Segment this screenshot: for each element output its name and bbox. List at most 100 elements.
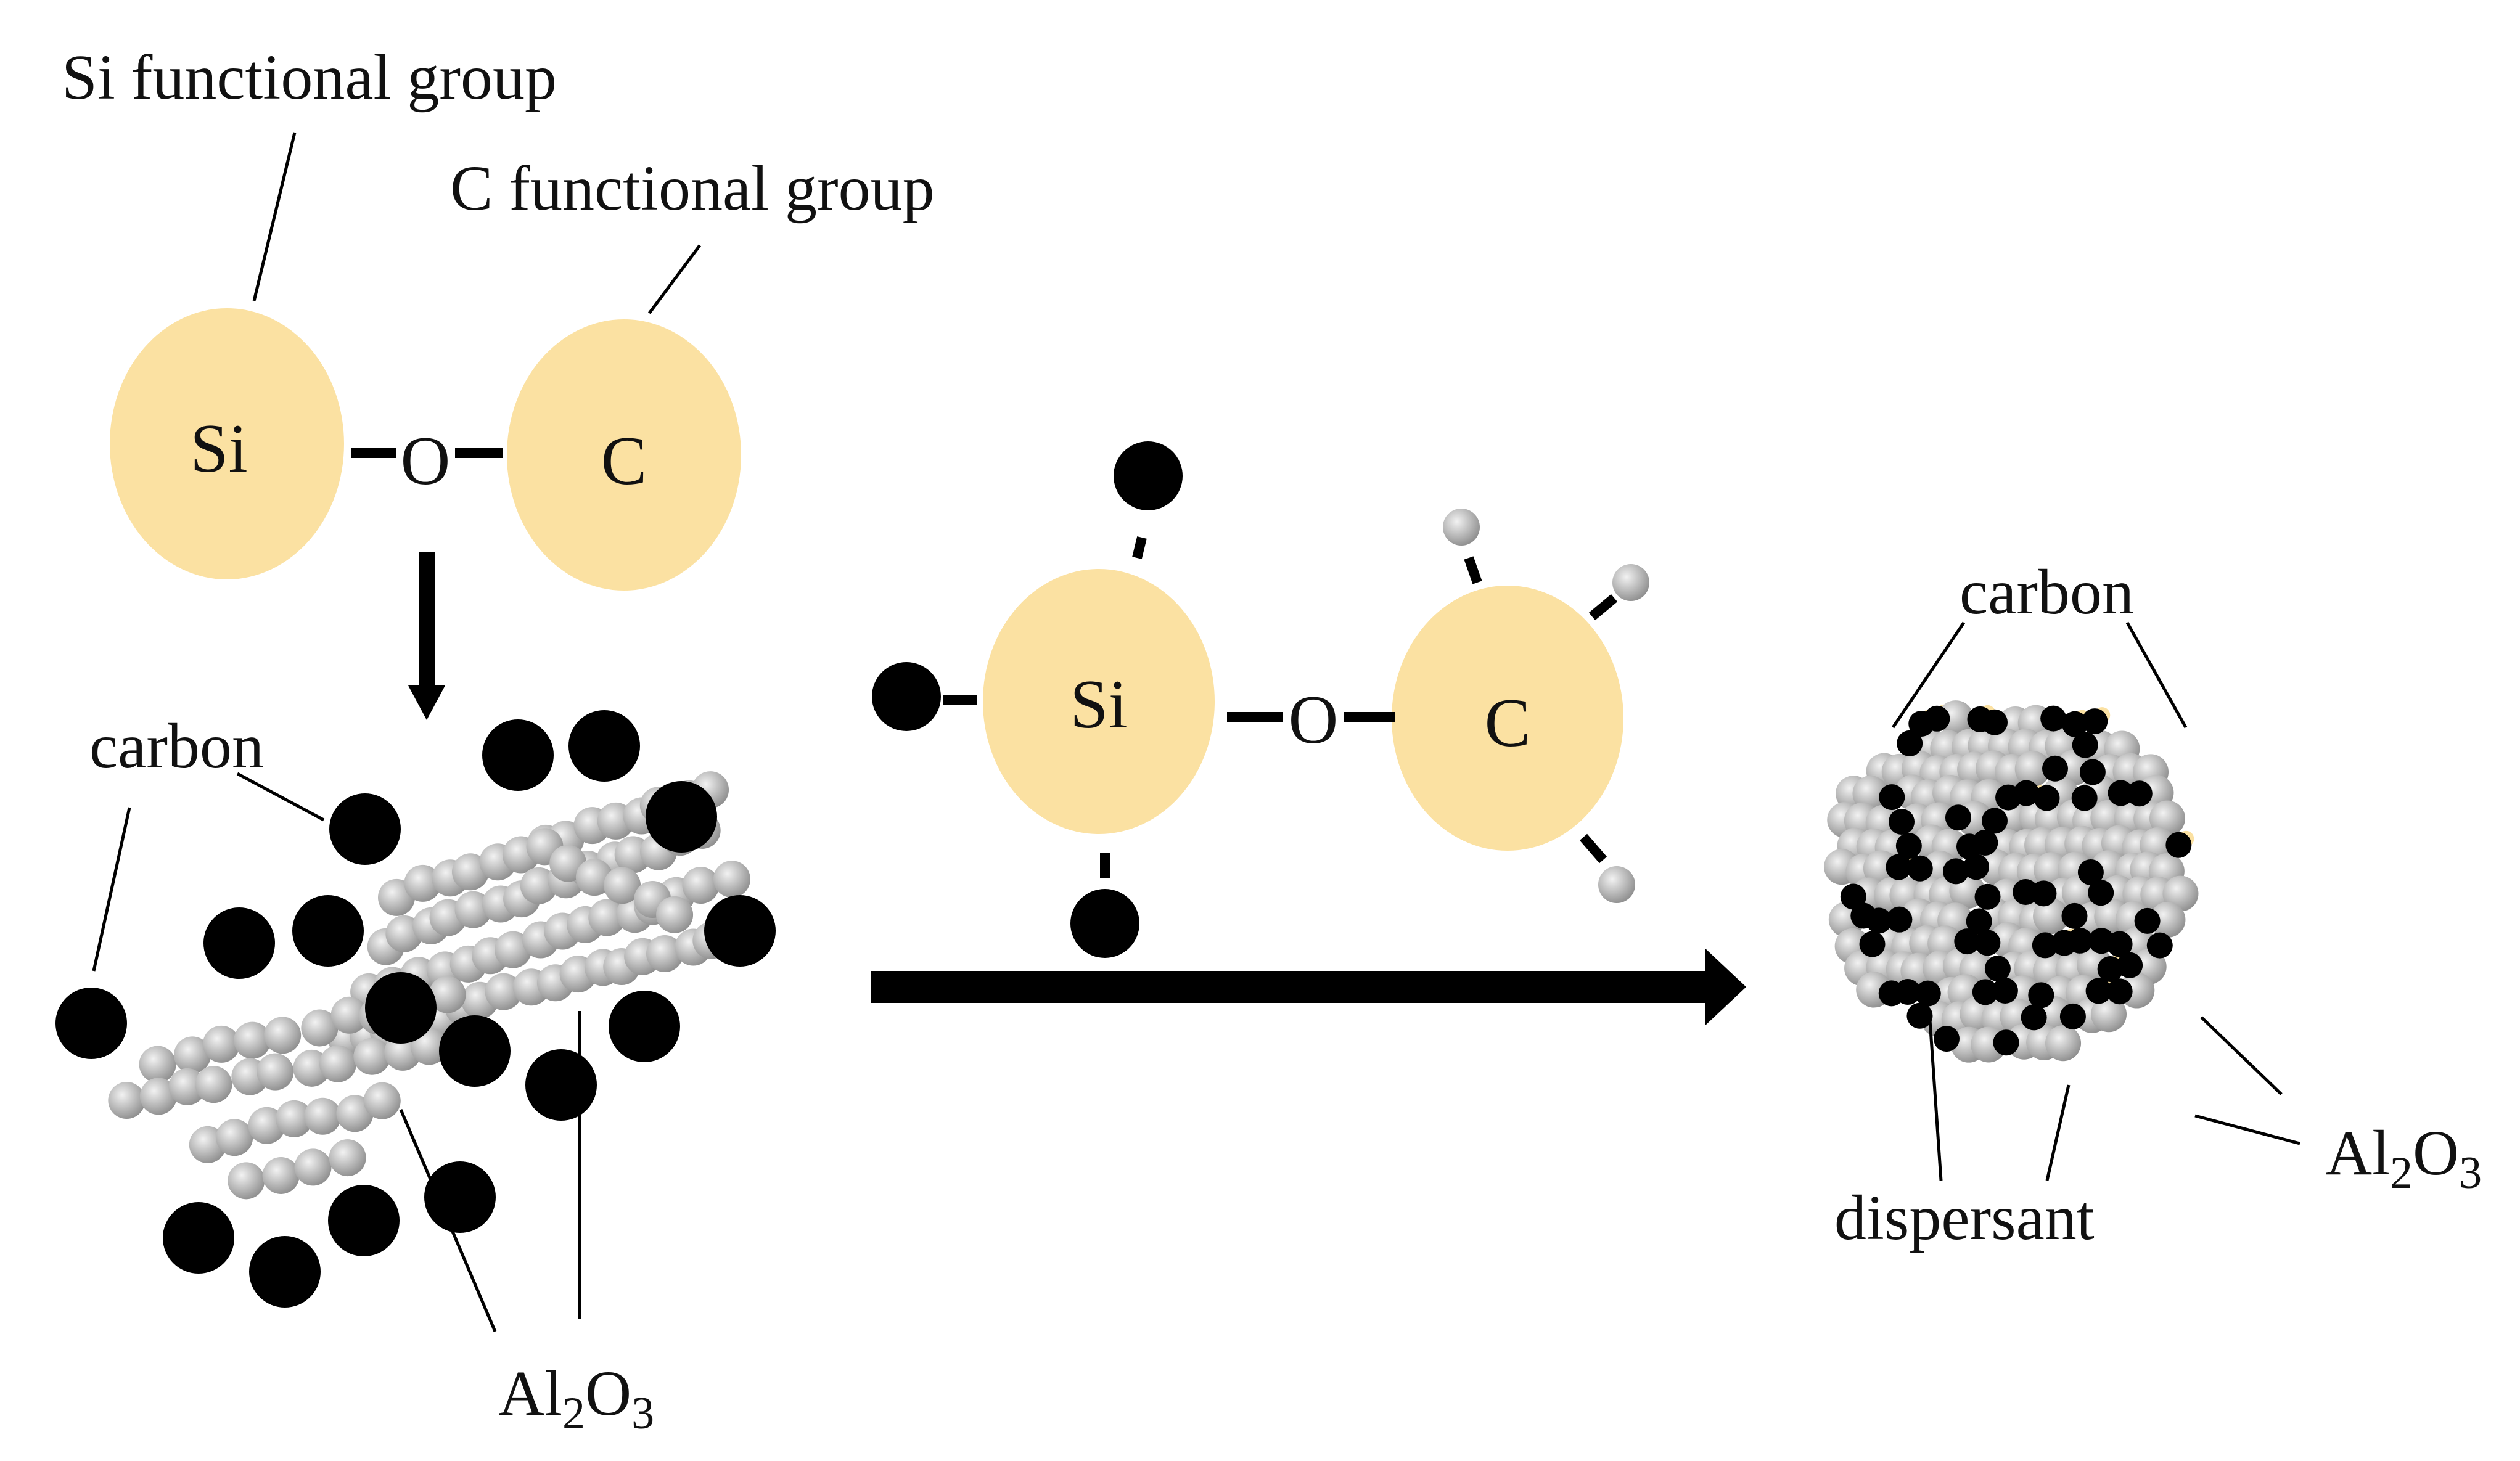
carbon-particle [1982,808,2008,834]
c-symbol: C [601,423,647,499]
al2o3-particle [2033,898,2069,935]
carbon-particle [2097,956,2124,982]
carbon-leader-right-1 [1891,621,1966,729]
carbon-particle [2134,907,2161,934]
al2o3-particle [330,996,368,1034]
al2o3-particle [1937,700,1974,737]
carbon-particle [329,793,401,865]
arrow-down-icon [408,552,445,720]
al2o3-leader-right-2 [2194,1114,2300,1145]
al2o3-particle [485,973,522,1010]
carbon-particle [1889,809,1915,835]
carbon-particle [1993,1029,2019,1056]
carbon-particle [1906,855,1933,882]
carbon-particle [1992,977,2018,1004]
carbon-particle [2062,711,2088,737]
carbon-particle [2028,982,2054,1009]
al2o3-particle [329,1139,366,1177]
dispersant-molecule: Si C O [872,441,1649,958]
al2o3-particle [713,861,750,898]
carbon-particle [2165,832,2192,858]
carbon-particle [2117,952,2143,978]
carbon-particle [1879,784,1905,811]
dispersant-leader-2 [2045,1084,2071,1181]
carbon-particle [2082,708,2108,735]
carbon-leader-left-2 [236,772,325,822]
al2o3-particle [139,1078,177,1115]
carbon-particle [2032,932,2058,959]
carbon-particle [1982,709,2008,735]
carbon-label-right: carbon [1960,557,2134,628]
carbon-particle [2077,859,2104,885]
carbon-particle [2071,785,2098,811]
carbon-particle [1974,883,2001,910]
c-label-leader [647,244,702,314]
carbon-particle [609,991,680,1062]
carbon-particle [2072,732,2098,758]
al2o3-particle [174,1036,211,1074]
carbon-particle [2067,927,2093,954]
al2o3-particle [646,935,684,973]
carbon-particle [1886,854,1912,880]
al2o3-particle [1852,776,1889,812]
al2o3-particle [682,867,720,904]
al2o3-particle [202,1025,240,1063]
c-group-circle [507,319,741,591]
al2o3-bond-2 [1588,594,1618,621]
carbon-particle [1895,833,1922,859]
carbon-particle [2106,931,2133,957]
carbon-particle-attached-bottom [1070,889,1139,958]
carbon-particle [2059,1003,2086,1029]
carbon-particle [1966,908,1992,935]
carbon-particle [2030,880,2057,907]
carbon-particle [2126,780,2153,807]
al2o3-particle [301,1009,339,1047]
dispersant-label: dispersant [1834,1182,2095,1253]
carbon-particle [525,1049,597,1121]
carbon-particle [328,1185,400,1256]
al2o3-leader-right-1 [2200,1016,2283,1095]
coupling-agent-molecule: Si functional group C functional group S… [62,42,935,591]
carbon-particle [249,1236,321,1308]
carbon-particle [646,781,717,853]
carbon-particle-attached-top [1114,441,1183,510]
carbon-particle [1984,956,2011,982]
carbon-particle [704,895,776,967]
carbon-particle [1972,979,1998,1005]
c-group-circle-dispersant [1392,586,1623,851]
al2o3-particle-attached-3 [1598,866,1635,903]
carbon-particle [1954,928,1980,955]
carbon-particle [2013,780,2040,806]
carbon-particle [2034,785,2060,811]
carbon-particle [1924,705,1950,732]
al2o3-particle [228,1162,265,1200]
al2o3-leader-left-1 [399,1109,497,1332]
o-symbol: O [401,423,451,499]
carbon-leader-right-2 [2125,621,2188,729]
al2o3-particle [276,1100,313,1137]
al2o3-particle [588,899,626,936]
carbon-bond-top [1132,536,1147,559]
al2o3-particle [195,1066,232,1103]
carbon-particle [2088,880,2114,906]
al2o3-bond-3 [1579,833,1607,864]
carbon-particle [424,1161,496,1233]
al2o3-particle [429,976,466,1013]
carbon-particle [1963,854,1990,880]
al2o3-particle [2091,996,2127,1033]
al2o3-particle [257,1053,294,1091]
al2o3-particle [139,1046,176,1083]
al2o3-label-right: Al2O3 [2326,1118,2482,1198]
al2o3-particle [216,1119,253,1156]
si-symbol-dispersant: Si [1070,666,1127,743]
al2o3-particle [575,859,613,896]
si-symbol: Si [190,411,247,487]
c-symbol-dispersant: C [1485,685,1531,761]
al2o3-particle [2149,800,2185,837]
carbon-particle [55,988,127,1059]
o-symbol-dispersant: O [1289,682,1339,758]
al2o3-particle [108,1082,146,1119]
carbon-particles-undispersed [55,710,776,1308]
carbon-particle [439,1015,511,1087]
